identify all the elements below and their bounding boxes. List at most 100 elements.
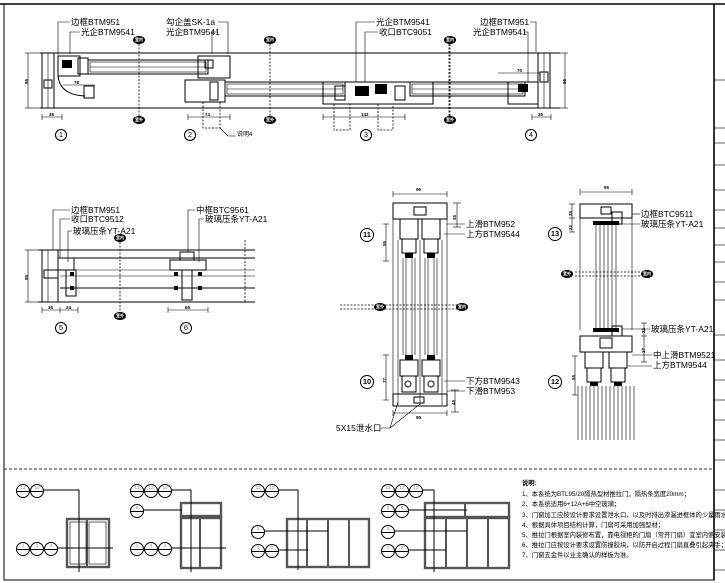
ref-bubble-5[interactable]: 5 xyxy=(130,504,144,518)
note-item: 7、门窗五金件以业主确认的样板为准。 xyxy=(522,552,633,560)
dim-95: 95 xyxy=(604,185,610,190)
ref-bubble-10[interactable]: 10 xyxy=(30,484,44,498)
section-marker-10: 10 xyxy=(360,375,374,389)
label-top-rail: 上方BTM9544 xyxy=(653,360,707,370)
note-item: 3、门窗加工应按设计要求设置泄水口，以及时排出渗漏进框体的少量雨水； xyxy=(522,511,725,519)
ref-bubble-1[interactable]: 1 xyxy=(251,544,265,558)
exterior-marker: 室外 xyxy=(114,312,126,320)
interior-marker: 室内 xyxy=(264,36,276,44)
exterior-marker: 室外 xyxy=(264,116,276,124)
interior-marker: 室内 xyxy=(133,36,145,44)
dim-37: 37 xyxy=(641,347,646,353)
ref-bubble-12[interactable]: 12 xyxy=(144,484,158,498)
dim-22: 22 xyxy=(641,327,646,333)
notes-title: 说明: xyxy=(522,480,537,487)
section-marker-11: 11 xyxy=(360,228,374,242)
interior-marker: 室内 xyxy=(114,234,126,242)
ref-bubble-2[interactable]: 2 xyxy=(265,544,279,558)
dim-22: 22 xyxy=(568,224,573,230)
section-marker-12: 12 xyxy=(548,375,562,389)
dim-55: 55 xyxy=(382,240,387,246)
label-glazing-bead: 玻璃压条YT-A21 xyxy=(641,219,704,229)
exterior-marker: 室外 xyxy=(561,270,573,278)
label-border-frame: 边框BTC9511 xyxy=(641,209,694,219)
label-closure: 收口BTC9051 xyxy=(379,27,432,37)
ref-bubble-10[interactable]: 10 xyxy=(409,484,423,498)
elevation-diagrams xyxy=(44,489,511,572)
ref-bubble-3[interactable]: 3 xyxy=(381,525,395,539)
label-hook-stile-cover: 勾企盖SK-1a xyxy=(166,17,216,27)
note-item: 2、本系统适用6+12A+6中空玻璃； xyxy=(522,501,621,509)
vertical-section-13-12 xyxy=(569,189,652,440)
section-marker-2: 2 xyxy=(184,129,196,141)
dim-70: 70 xyxy=(517,68,523,73)
exterior-marker: 室外 xyxy=(444,116,456,124)
note-item: 4、根据具体项目结构计算，门扇可采用加强型材； xyxy=(522,521,665,529)
label-mullion: 中框BTC9561 xyxy=(196,205,249,215)
ref-bubble-13[interactable]: 13 xyxy=(130,484,144,498)
interior-marker: 室内 xyxy=(456,303,468,311)
interior-marker: 室内 xyxy=(444,36,456,44)
dim-45: 45 xyxy=(451,399,456,405)
label-plain-stile: 光企BTM9541 xyxy=(81,27,135,37)
note-item: 1、本系统为BTL95/20隔热型材推拉门，隔热条宽度20mm； xyxy=(522,491,690,499)
exterior-marker: 室外 xyxy=(133,116,145,124)
ref-bubble-2[interactable]: 2 xyxy=(30,542,44,556)
ref-bubble-5[interactable]: 5 xyxy=(381,504,395,518)
dim-65: 65 xyxy=(185,305,191,310)
dim-35: 35 xyxy=(568,210,573,216)
ref-bubble-6[interactable]: 6 xyxy=(395,504,409,518)
ref-bubble-4[interactable]: 4 xyxy=(158,542,172,556)
label-plain-stile: 光企BTM9541 xyxy=(166,27,220,37)
section-marker-1: 1 xyxy=(55,129,67,141)
label-border-frame: 边框BTM951 xyxy=(71,205,121,215)
ref-bubble-10[interactable]: 10 xyxy=(265,484,279,498)
label-bottom-rail: 下方BTM9543 xyxy=(466,376,520,386)
notes-block: 说明: 1、本系统为BTL95/20隔热型材推拉门，隔热条宽度20mm； 2、本… xyxy=(522,479,725,562)
label-closure: 收口BTC9512 xyxy=(71,214,124,224)
ref-bubble-11[interactable]: 11 xyxy=(16,484,30,498)
ref-bubble-2[interactable]: 2 xyxy=(144,542,158,556)
label-glazing-bead: 玻璃压条YT-A21 xyxy=(73,226,136,236)
ref-bubble-1[interactable]: 1 xyxy=(130,542,144,556)
ref-bubble-2[interactable]: 2 xyxy=(395,544,409,558)
vertical-section-11-10 xyxy=(340,191,465,429)
ref-bubble-4[interactable]: 4 xyxy=(44,542,58,556)
dim-95: 95 xyxy=(24,274,29,280)
ref-bubble-11[interactable]: 11 xyxy=(251,484,265,498)
section-marker-4: 4 xyxy=(525,129,537,141)
label-top-rail: 上方BTM9544 xyxy=(466,229,520,239)
dim-95: 95 xyxy=(416,187,422,192)
dim-24: 24 xyxy=(66,305,72,310)
dim-36: 36 xyxy=(49,112,55,117)
horizontal-section-5-6 xyxy=(25,209,255,318)
section-marker-5: 5 xyxy=(55,322,67,334)
dim-95: 95 xyxy=(562,78,567,84)
dim-142: 142 xyxy=(361,112,369,117)
dim-36: 36 xyxy=(48,305,54,310)
label-border-frame: 边框BTM951 xyxy=(480,17,530,27)
title-block xyxy=(713,4,725,580)
ref-bubble-10[interactable]: 10 xyxy=(158,484,172,498)
interior-marker: 室内 xyxy=(641,270,653,278)
dim-95: 95 xyxy=(416,415,422,420)
dim-35: 35 xyxy=(538,112,544,117)
ref-bubble-3[interactable]: 3 xyxy=(251,525,265,539)
horizontal-section-1-4 xyxy=(25,21,568,137)
label-bottom-track: 下滑BTM953 xyxy=(466,386,516,396)
dim-74: 74 xyxy=(205,112,211,117)
dim-45: 45 xyxy=(452,214,457,220)
dim-78: 78 xyxy=(74,80,80,85)
ref-bubble-13[interactable]: 13 xyxy=(381,484,395,498)
ref-bubble-12[interactable]: 12 xyxy=(395,484,409,498)
label-drain-hole: 5X15泄水口 xyxy=(336,423,382,433)
label-plain-stile: 光企BTM9541 xyxy=(376,17,430,27)
exterior-marker: 室外 xyxy=(374,303,386,311)
ref-bubble-1[interactable]: 1 xyxy=(16,542,30,556)
label-top-track: 上滑BTM952 xyxy=(466,219,516,229)
ref-bubble-1[interactable]: 1 xyxy=(381,544,395,558)
section-marker-6: 6 xyxy=(180,322,192,334)
section-marker-3: 3 xyxy=(360,129,372,141)
label-glazing-bead: 玻璃压条YT-A21 xyxy=(205,214,268,224)
